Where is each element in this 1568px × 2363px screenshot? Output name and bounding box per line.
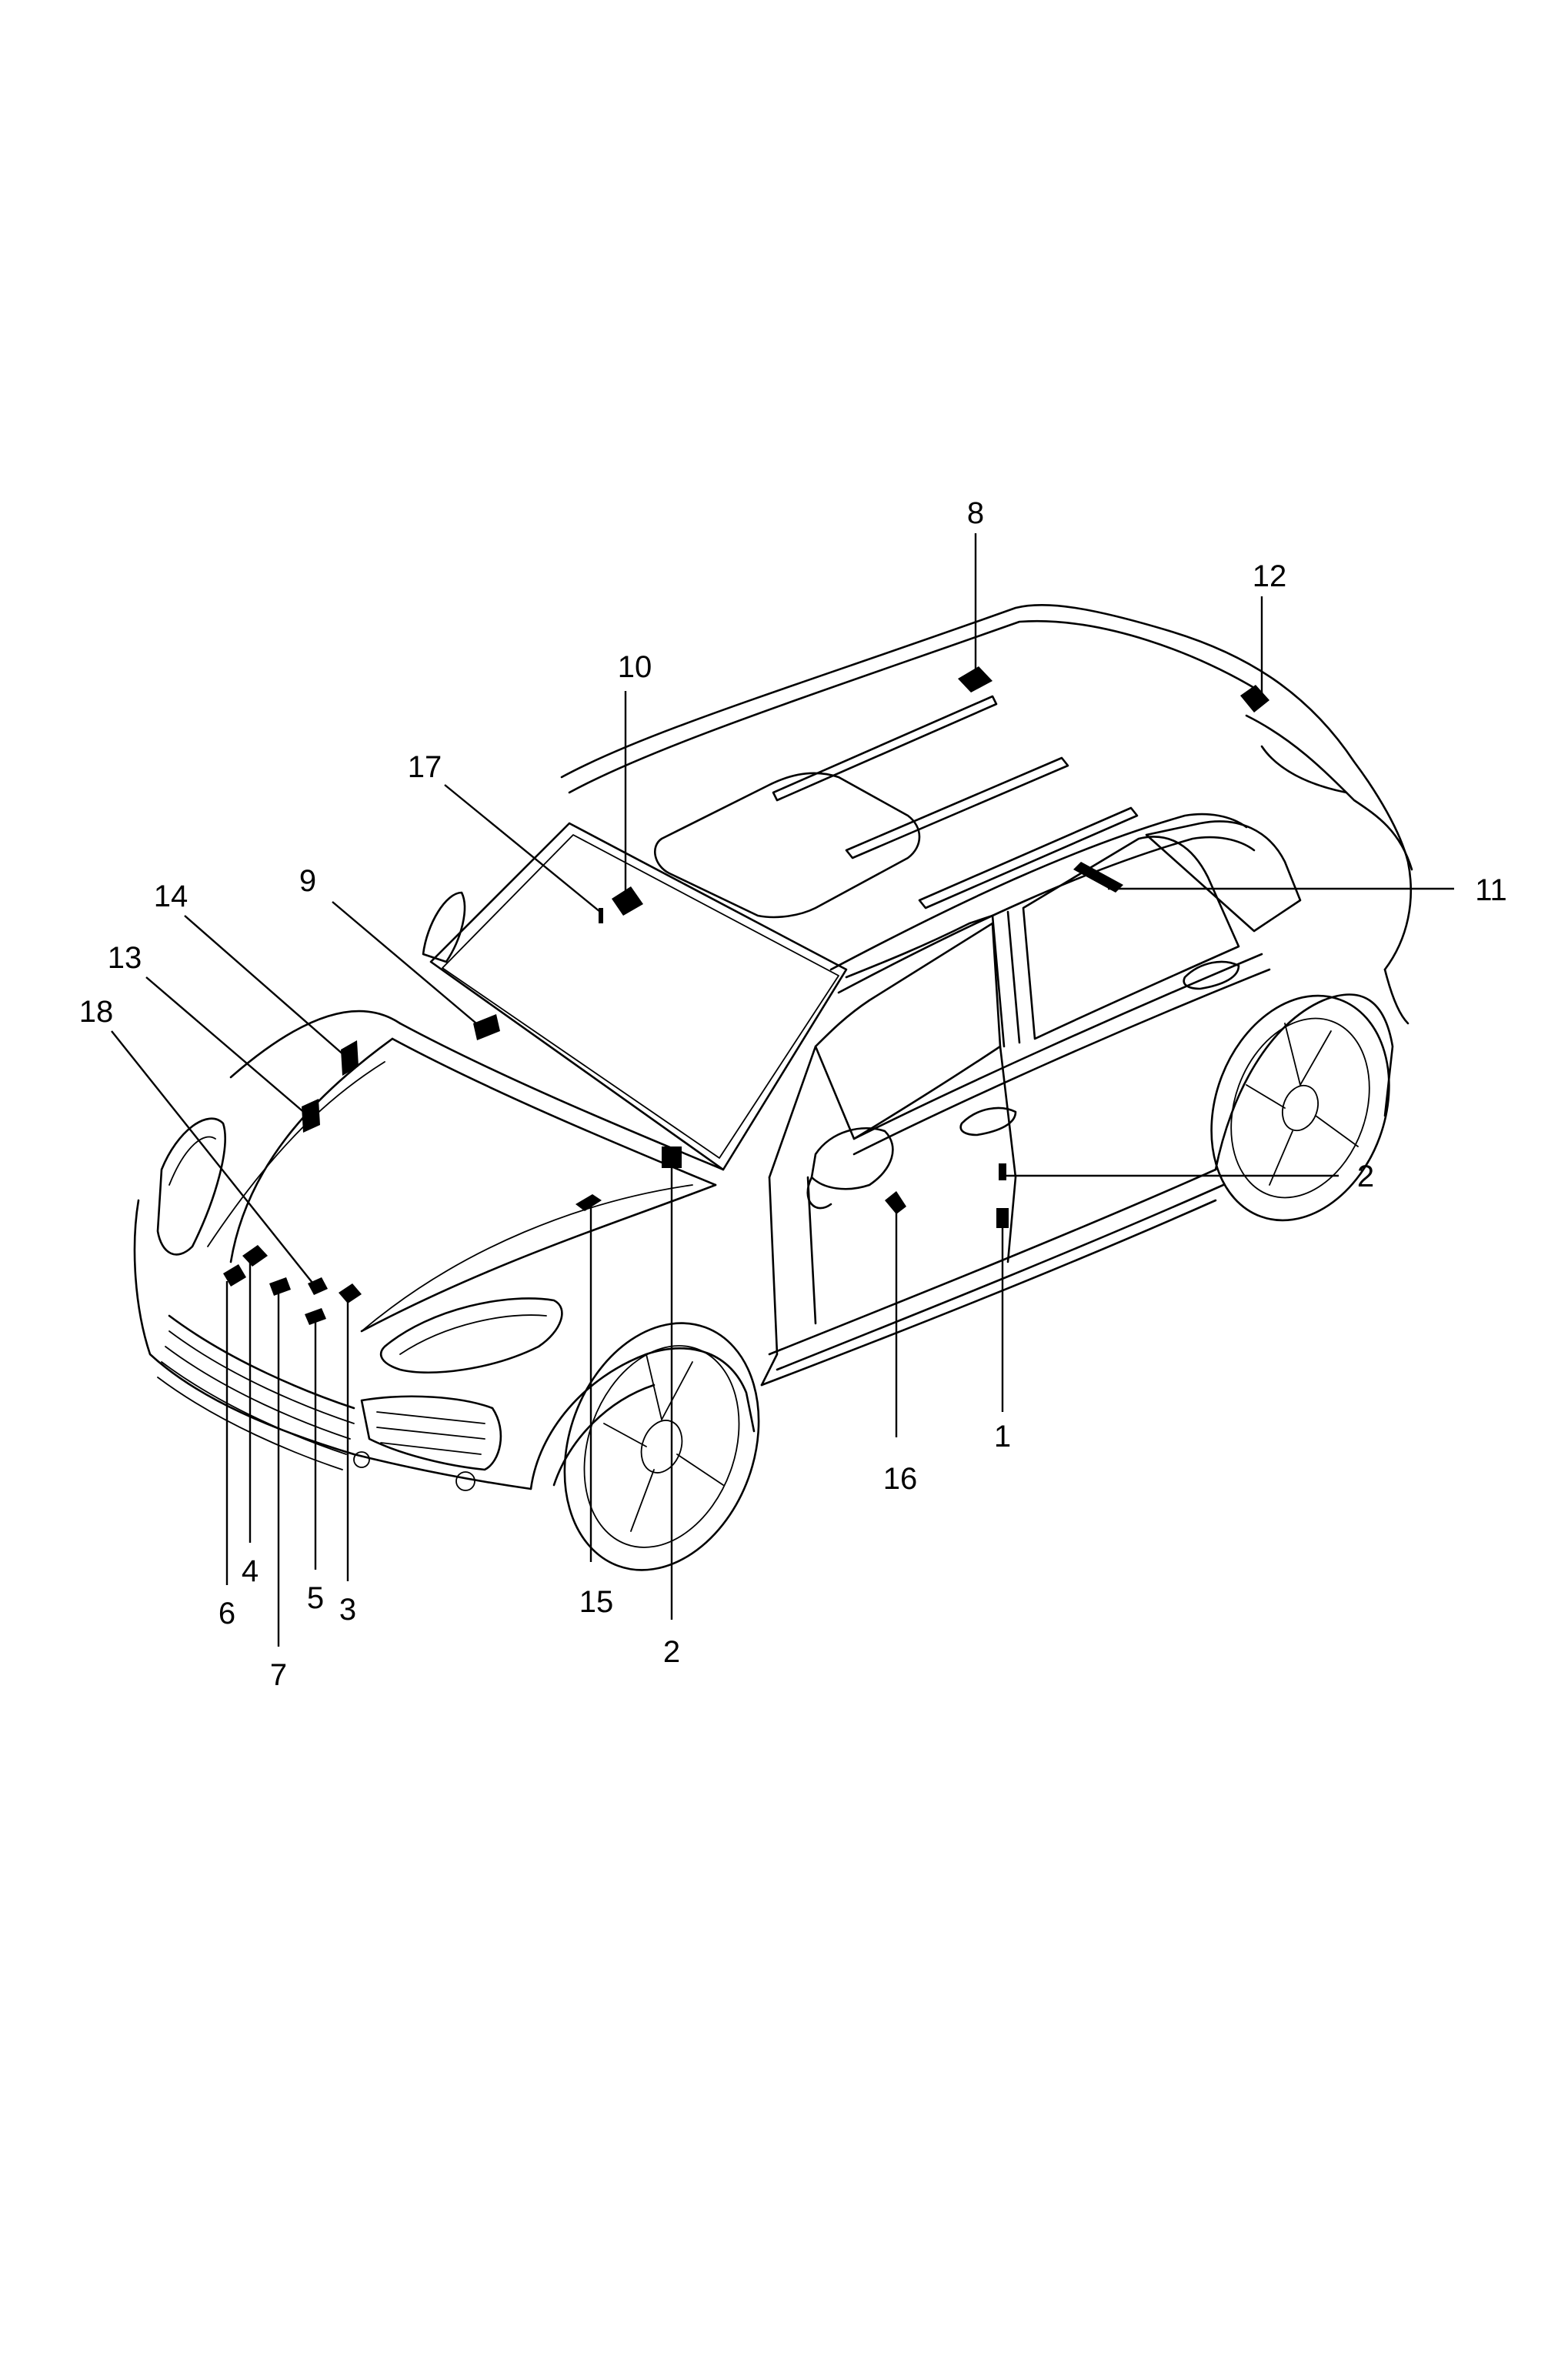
callout-2-door: 2 <box>1357 1160 1374 1193</box>
callout-9: 9 <box>299 864 316 898</box>
leader-lines <box>111 533 1454 1647</box>
marker-11 <box>1073 862 1123 893</box>
callout-7: 7 <box>270 1658 287 1692</box>
callout-6: 6 <box>219 1597 235 1630</box>
callout-16: 16 <box>883 1462 918 1496</box>
marker-2-windshield <box>662 1146 682 1168</box>
callout-11: 11 <box>1475 873 1507 907</box>
marker-12 <box>1240 685 1269 713</box>
vehicle-outline <box>133 603 1413 1571</box>
callout-8: 8 <box>967 496 984 530</box>
callout-1: 1 <box>994 1420 1011 1454</box>
marker-4 <box>242 1245 268 1267</box>
leader-14 <box>184 915 345 1056</box>
callout-13: 13 <box>108 941 142 975</box>
leader-9 <box>332 901 482 1028</box>
marker-10 <box>612 886 643 916</box>
callout-18: 18 <box>79 995 114 1029</box>
marker-5 <box>305 1308 326 1325</box>
marker-6 <box>223 1264 246 1287</box>
callout-numbers: 1 2 2 3 4 5 6 7 8 9 10 11 12 13 14 15 16… <box>79 496 1507 1692</box>
marker-13 <box>302 1099 320 1133</box>
leader-13 <box>145 976 307 1115</box>
callout-14: 14 <box>154 879 188 913</box>
marker-17 <box>599 908 603 923</box>
callout-15: 15 <box>579 1585 614 1619</box>
marker-16 <box>885 1191 906 1214</box>
leader-18 <box>111 1030 316 1287</box>
marker-3 <box>339 1283 362 1303</box>
callout-3: 3 <box>339 1593 356 1627</box>
label-markers <box>223 666 1269 1325</box>
callout-12: 12 <box>1253 559 1287 593</box>
callout-17: 17 <box>408 750 442 784</box>
leader-17 <box>444 784 601 913</box>
marker-15 <box>575 1194 602 1211</box>
marker-9 <box>473 1014 500 1040</box>
marker-14 <box>341 1040 359 1076</box>
marker-7 <box>269 1277 291 1296</box>
callout-2-windshield: 2 <box>663 1635 680 1669</box>
marker-8 <box>958 666 993 693</box>
callout-4: 4 <box>242 1554 259 1588</box>
marker-2-door <box>999 1163 1006 1180</box>
callout-5: 5 <box>307 1581 324 1615</box>
callout-10: 10 <box>618 650 652 684</box>
marker-1 <box>996 1208 1009 1228</box>
